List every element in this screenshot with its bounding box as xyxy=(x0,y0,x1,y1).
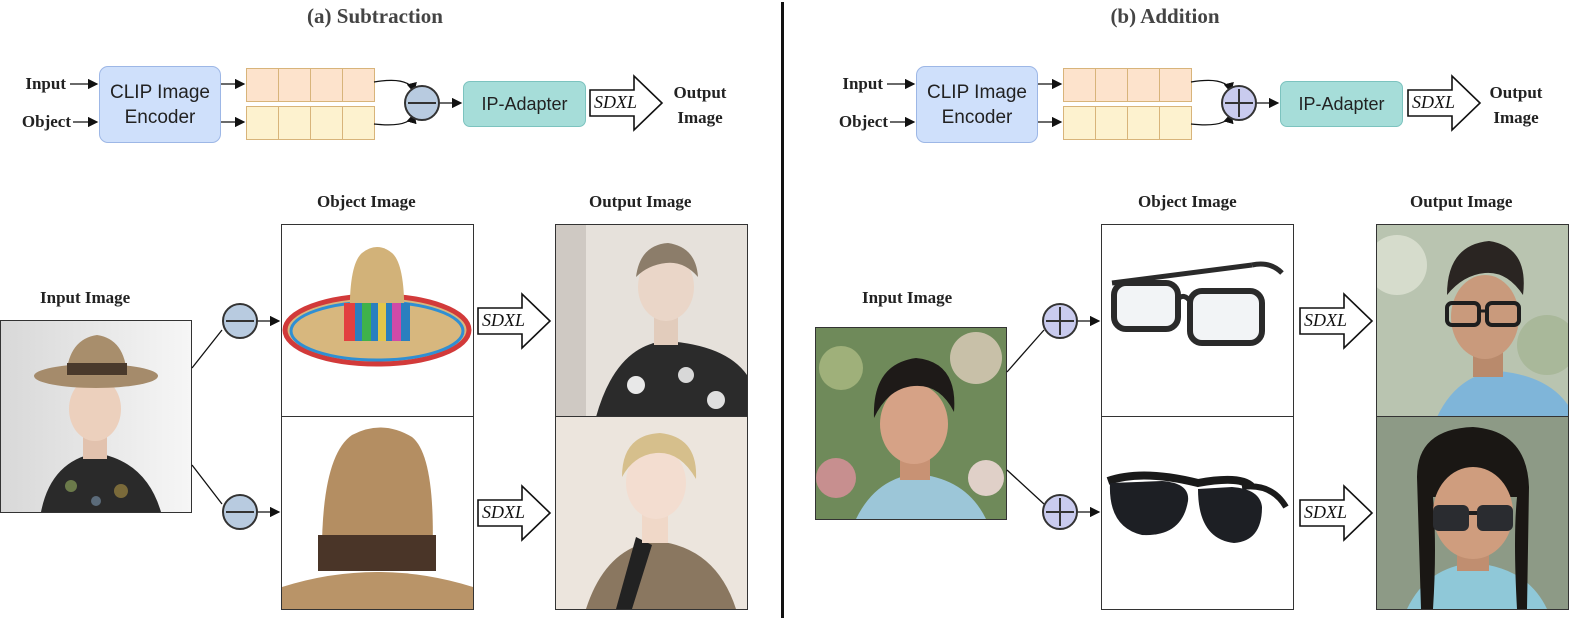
add-operator-icon xyxy=(1042,494,1078,530)
output-image-subtraction-2 xyxy=(555,416,748,610)
add-operator-icon xyxy=(1042,303,1078,339)
input-image-young-man xyxy=(815,327,1007,520)
output-image-heading: Output Image xyxy=(1410,192,1513,211)
input-label: Input xyxy=(25,74,66,93)
output-line1: Output xyxy=(1489,83,1543,102)
clip-line2: Encoder xyxy=(941,106,1013,128)
clip-line1: CLIP Image xyxy=(110,81,210,103)
ip-adapter-box: IP-Adapter xyxy=(1280,81,1403,127)
ip-adapter-label: IP-Adapter xyxy=(1298,93,1385,114)
subtract-operator-icon xyxy=(222,303,258,339)
output-line2: Image xyxy=(1493,108,1539,127)
output-image-addition-1 xyxy=(1376,224,1569,418)
sdxl-arrow-icon xyxy=(1299,484,1374,542)
output-line1: Output xyxy=(673,83,727,102)
input-image-heading: Input Image xyxy=(40,288,131,307)
sdxl-label: SDXL xyxy=(482,310,526,330)
ip-adapter-label: IP-Adapter xyxy=(481,93,568,114)
input-label: Input xyxy=(842,74,883,93)
panel-a-connectors xyxy=(70,74,664,542)
sdxl-label: SDXL xyxy=(594,92,638,112)
input-image-man-fedora xyxy=(0,320,192,513)
object-image-straw-hat xyxy=(281,416,474,610)
add-operator-icon xyxy=(1221,85,1257,121)
panel-title: (a) Subtraction xyxy=(307,4,443,28)
output-image-addition-2 xyxy=(1376,416,1569,610)
object-image-heading: Object Image xyxy=(317,192,416,211)
sdxl-arrow-icon xyxy=(1407,74,1482,132)
sdxl-arrow-icon xyxy=(477,292,552,350)
object-image-clear-glasses xyxy=(1101,224,1294,418)
input-image-heading: Input Image xyxy=(862,288,953,307)
object-image-heading: Object Image xyxy=(1138,192,1237,211)
object-image-sombrero xyxy=(281,224,474,418)
sdxl-label: SDXL xyxy=(482,502,526,522)
output-image-heading: Output Image xyxy=(589,192,692,211)
subtract-operator-icon xyxy=(222,494,258,530)
object-image-sunglasses xyxy=(1101,416,1294,610)
sdxl-label: SDXL xyxy=(1412,92,1456,112)
sdxl-arrow-icon xyxy=(589,74,664,132)
ip-adapter-box: IP-Adapter xyxy=(463,81,586,127)
sdxl-label: SDXL xyxy=(1304,502,1348,522)
object-label: Object xyxy=(838,112,888,131)
output-line2: Image xyxy=(677,108,723,127)
sdxl-arrow-icon xyxy=(477,484,552,542)
clip-line1: CLIP Image xyxy=(927,81,1027,103)
object-label: Object xyxy=(21,112,71,131)
panel-b-connectors xyxy=(887,74,1482,542)
input-embedding xyxy=(1063,68,1192,102)
clip-line2: Encoder xyxy=(124,106,196,128)
sdxl-label: SDXL xyxy=(1304,310,1348,330)
sdxl-arrow-icon xyxy=(1299,292,1374,350)
subtract-operator-icon xyxy=(404,85,440,121)
object-embedding xyxy=(246,106,375,140)
panel-divider xyxy=(781,2,784,618)
output-image-subtraction-1 xyxy=(555,224,748,418)
panel-title: (b) Addition xyxy=(1110,4,1220,28)
object-embedding xyxy=(1063,106,1192,140)
input-embedding xyxy=(246,68,375,102)
